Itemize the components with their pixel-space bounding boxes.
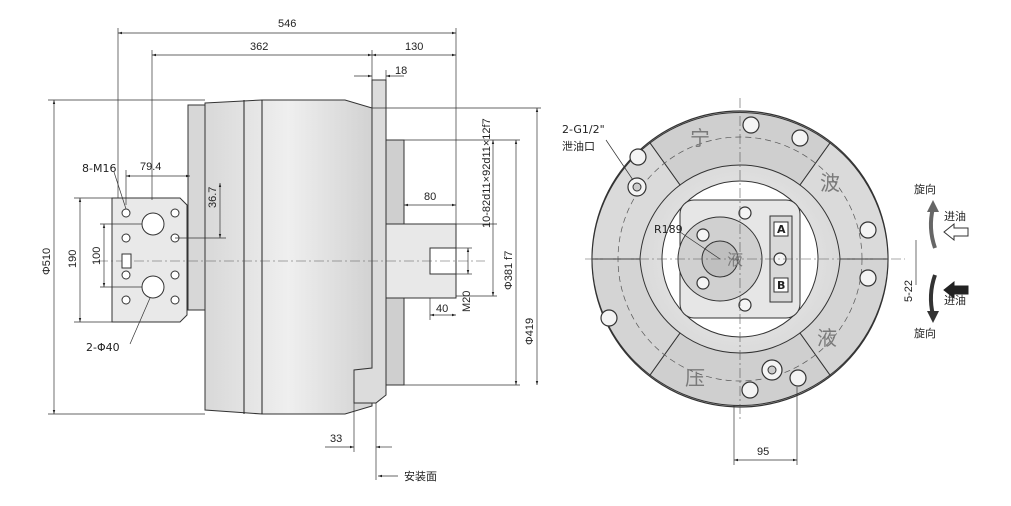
dim-80: 80 [424,191,436,203]
stamp-character: 宁 [690,126,710,150]
flange-bolt [859,221,877,239]
port-a-box [773,221,789,237]
label-mounting-face: 安装面 [404,469,437,483]
segment-plate-left-low [591,258,681,376]
port-hole-40 [141,212,165,236]
dim-5-22: 5-22 [903,280,915,302]
rotation-arrow-bottom-head [927,311,939,323]
dim-100: 100 [91,247,103,265]
m16-hole [121,208,131,218]
dim-phi510: Φ510 [41,248,53,275]
rotation-arrow-top-head [927,200,939,212]
dim-18: 18 [395,65,407,77]
dim-40: 40 [436,303,448,315]
drain-port-core [632,182,642,192]
m16-hole [121,233,131,243]
front-view: A B 宁 波 液 压 液 2-G1/2" 泄油口 [562,98,969,465]
valve-plug [121,253,132,269]
flange-bolt [791,129,809,147]
rotation-arrow-top [928,207,937,249]
main-housing [204,99,373,415]
rotation-arrow-bottom [928,274,937,316]
drain-port-core [767,365,777,375]
label-inlet-bottom: 进油 [944,293,966,307]
stamp-character: 波 [820,171,840,195]
dim-36-7: 36.7 [207,187,219,208]
m16-hole [170,208,180,218]
flange-bolt [742,116,760,134]
inlet-arrow-bottom [943,280,969,300]
dim-95: 95 [757,446,769,458]
flange-bolt [741,381,759,399]
port-b-label: B [777,279,785,292]
hub-bolt [738,206,752,220]
m16-hole [121,270,131,280]
port-a-label: A [777,223,786,236]
segment-plate-right-low [799,258,889,376]
dim-33: 33 [330,433,342,445]
dim-phi381: Φ381 f7 [503,251,515,290]
stamp-character: 压 [685,366,705,390]
m16-hole [121,295,131,305]
port-b-box [773,277,789,293]
label-inlet-top: 进油 [944,209,966,223]
stamp-character: 液 [727,250,743,269]
dim-546: 546 [278,18,296,30]
dim-79-4: 79.4 [140,161,161,173]
inlet-arrow-top [943,222,969,242]
flange-bolt [789,369,807,387]
flange-bolt [629,148,647,166]
hub-bolt [696,228,710,242]
dim-spline-spec: 10-82d11×92d11×12f7 [481,118,493,228]
hub-bolt [738,298,752,312]
label-rotation-top: 旋向 [914,182,936,196]
side-view: 546 362 130 18 79.4 36.7 190 100 [41,18,541,483]
flange-bolt [859,269,877,287]
m16-hole [170,270,180,280]
label-2-phi40: 2-Φ40 [86,341,120,354]
dim-190: 190 [67,250,79,268]
dim-m20: M20 [461,291,473,312]
label-drain-text: 泄油口 [562,139,595,153]
label-rotation-bottom: 旋向 [914,326,936,340]
label-8-m16: 8-M16 [82,162,116,175]
flange-bolt [600,309,618,327]
label-drain-code: 2-G1/2" [562,123,605,136]
m16-hole [170,295,180,305]
dim-362: 362 [250,41,268,53]
label-r189: R189 [654,223,683,236]
dim-phi419: Φ419 [524,318,536,345]
stamp-character: 液 [817,326,837,350]
hub-bolt [696,276,710,290]
port-hole-40 [141,275,165,299]
dim-130: 130 [405,41,423,53]
mounting-flange [353,79,387,404]
